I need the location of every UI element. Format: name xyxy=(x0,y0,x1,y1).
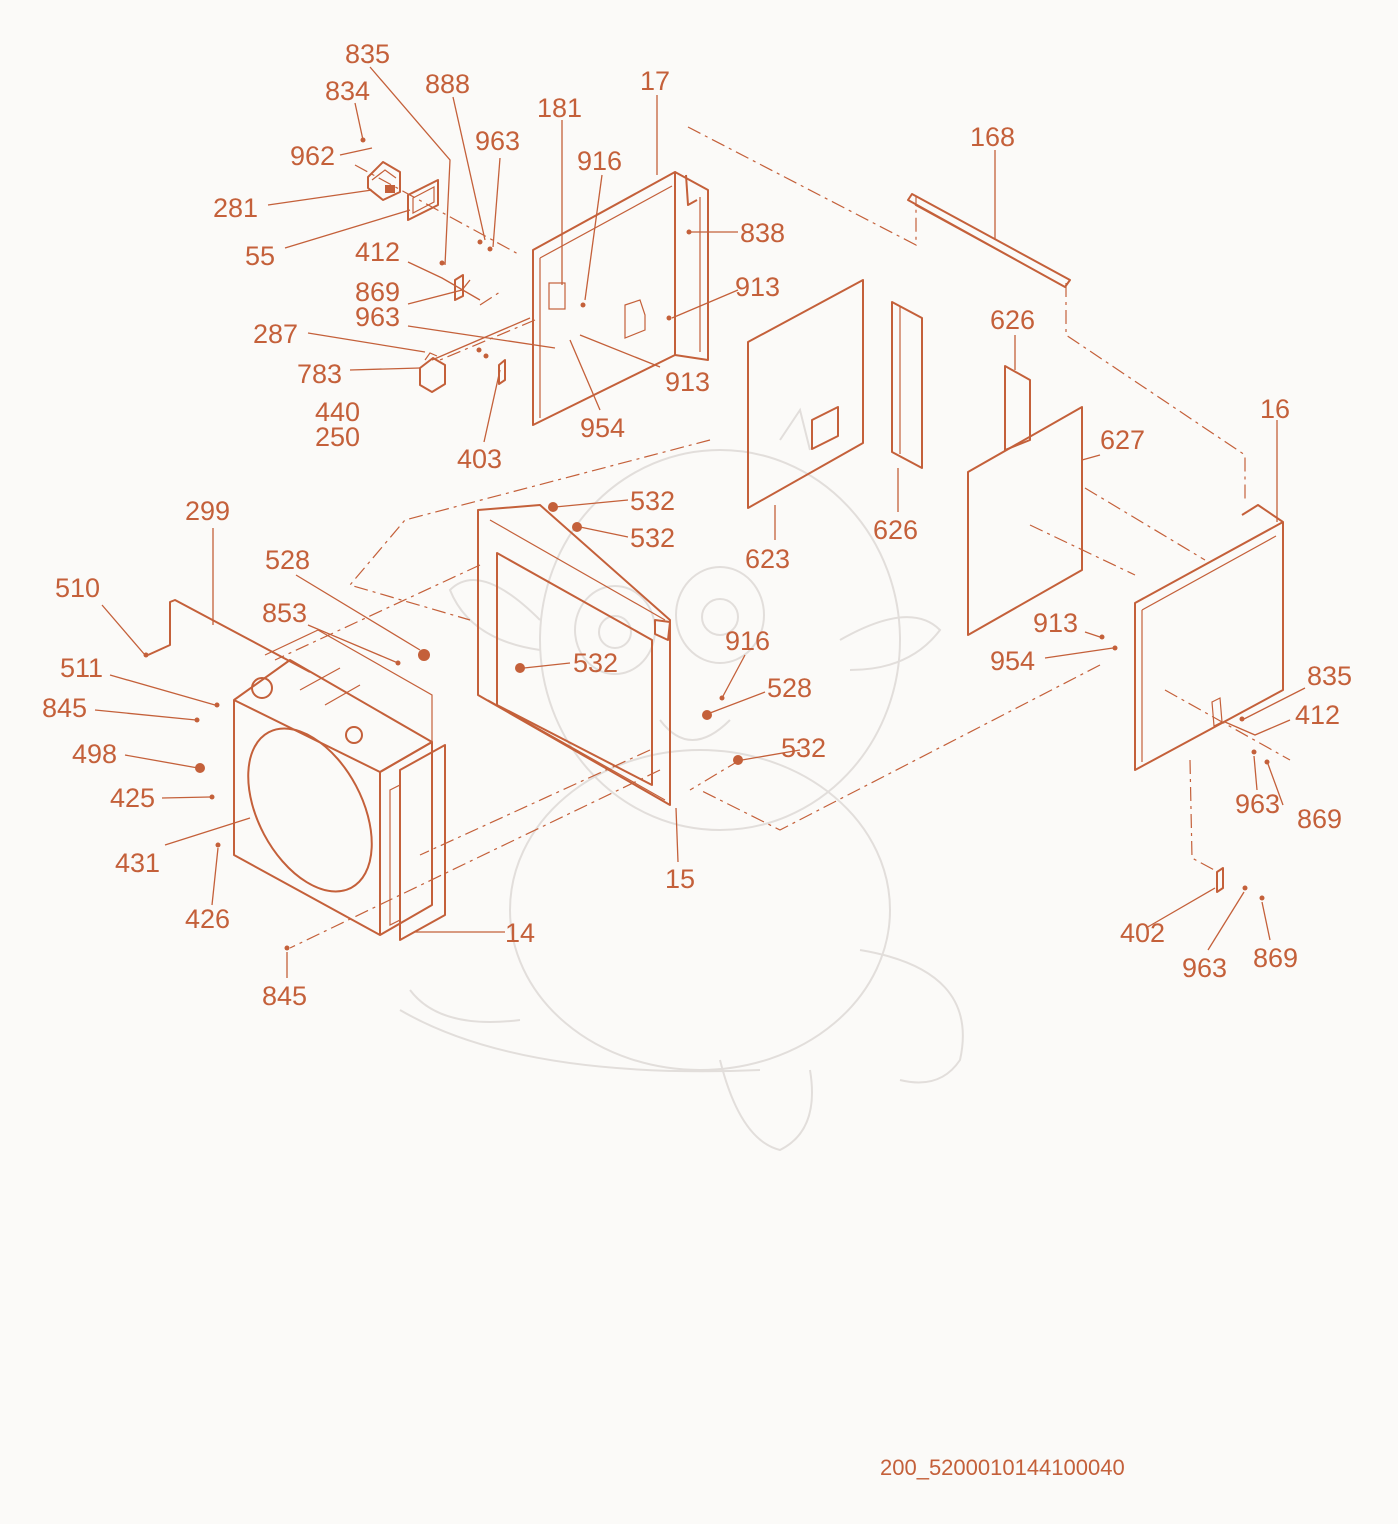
callout-label: 528 xyxy=(767,673,812,703)
callout-label: 869 xyxy=(1297,804,1342,834)
callout-label: 431 xyxy=(115,848,160,878)
callout-label: 869 xyxy=(355,277,400,307)
part-403-bracket xyxy=(498,359,506,385)
fastener-dots xyxy=(143,137,1270,951)
callout-label: 838 xyxy=(740,218,785,248)
callout-label: 845 xyxy=(262,981,307,1011)
callout-label: 963 xyxy=(475,126,520,156)
callout-label: 783 xyxy=(297,359,342,389)
part-14-radiator xyxy=(233,629,446,941)
callout-label: 532 xyxy=(573,648,618,678)
callout-label: 55 xyxy=(245,241,275,271)
callout-label: 963 xyxy=(355,302,400,332)
callout-label: 181 xyxy=(537,93,582,123)
callout-label: 913 xyxy=(665,367,710,397)
callout-label: 412 xyxy=(1295,700,1340,730)
callout-label: 425 xyxy=(110,783,155,813)
callout-label: 440 xyxy=(315,397,360,427)
part-440-relay xyxy=(419,352,446,393)
callout-label: 888 xyxy=(425,69,470,99)
callout-label: 626 xyxy=(990,305,1035,335)
callout-label: 835 xyxy=(1307,661,1352,691)
callout-label: 954 xyxy=(990,646,1035,676)
part-15-frame xyxy=(477,504,671,806)
part-168-rail xyxy=(907,193,1071,288)
callout-label: 528 xyxy=(265,545,310,575)
part-627-panel xyxy=(967,406,1083,636)
callout-label: 403 xyxy=(457,444,502,474)
callout-label: 287 xyxy=(253,319,298,349)
callout-label: 510 xyxy=(55,573,100,603)
callout-label: 962 xyxy=(290,141,335,171)
leader-lines xyxy=(94,66,1306,978)
callout-label: 853 xyxy=(262,598,307,628)
callout-label: 869 xyxy=(1253,943,1298,973)
part-16-side-panel xyxy=(1134,504,1284,771)
part-412-latch xyxy=(454,274,464,301)
callout-label: 913 xyxy=(1033,608,1078,638)
callout-labels: 835 834 888 181 17 963 916 962 281 55 83… xyxy=(42,39,1352,1011)
callout-label: 412 xyxy=(355,237,400,267)
callout-label: 281 xyxy=(213,193,258,223)
callout-label: 532 xyxy=(781,733,826,763)
callout-label: 913 xyxy=(735,272,780,302)
callout-label: 16 xyxy=(1260,394,1290,424)
part-281-bracket xyxy=(367,161,401,201)
part-55-gasket xyxy=(407,179,439,221)
callout-label: 623 xyxy=(745,544,790,574)
callout-label: 511 xyxy=(60,653,103,683)
callout-label: 168 xyxy=(970,122,1015,152)
callout-label: 15 xyxy=(665,864,695,894)
part-626-strip-a xyxy=(891,301,923,469)
diagram-reference-number: 200_5200010144100040 xyxy=(880,1455,1125,1480)
callout-label: 916 xyxy=(577,146,622,176)
callout-label: 402 xyxy=(1120,918,1165,948)
dragon-watermark xyxy=(399,407,964,1152)
part-299-pipe xyxy=(147,599,311,673)
callout-label: 250 xyxy=(315,422,360,452)
callout-label: 498 xyxy=(72,739,117,769)
part-626-strip-b xyxy=(1004,365,1031,451)
part-623-panel xyxy=(747,279,864,509)
callout-label: 834 xyxy=(325,76,370,106)
part-402-bracket xyxy=(1216,867,1224,893)
assembly-lines xyxy=(274,126,1291,949)
callout-label: 916 xyxy=(725,626,770,656)
callout-label: 299 xyxy=(185,496,230,526)
callout-label: 532 xyxy=(630,486,675,516)
callout-label: 627 xyxy=(1100,425,1145,455)
callout-label: 963 xyxy=(1235,789,1280,819)
callout-label: 954 xyxy=(580,413,625,443)
callout-label: 17 xyxy=(640,66,670,96)
callout-label: 963 xyxy=(1182,953,1227,983)
callout-label: 532 xyxy=(630,523,675,553)
callout-label: 14 xyxy=(505,918,535,948)
callout-label: 626 xyxy=(873,515,918,545)
callout-label: 835 xyxy=(345,39,390,69)
callout-label: 426 xyxy=(185,904,230,934)
callout-label: 845 xyxy=(42,693,87,723)
